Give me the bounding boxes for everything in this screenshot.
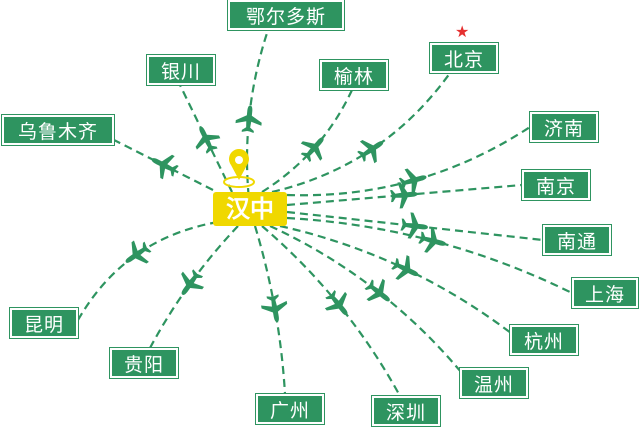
city-guiyang: 贵阳 <box>110 348 178 378</box>
city-wenzhou: 温州 <box>460 368 528 398</box>
airplane-icon <box>390 182 418 209</box>
city-urumqi: 乌鲁木齐 <box>2 115 114 145</box>
airplane-icon <box>261 294 288 322</box>
city-shenzhen: 深圳 <box>372 396 440 426</box>
city-jinan: 济南 <box>530 112 598 142</box>
hub-city-hanzhong: 汉中 <box>213 192 287 226</box>
airplane-icon <box>181 269 204 295</box>
route-line <box>149 225 239 349</box>
airplane-icon <box>400 212 428 239</box>
route-line <box>245 29 270 210</box>
route-line <box>77 220 219 321</box>
route-line <box>279 224 521 341</box>
airplane-icon <box>235 105 262 134</box>
airplane-icon <box>364 278 390 302</box>
airplane-icon <box>151 154 179 180</box>
capital-star-icon: ★ <box>455 22 470 41</box>
airplane-icon <box>398 168 427 195</box>
route-line <box>261 89 353 193</box>
route-line <box>269 225 471 384</box>
city-beijing: 北京 <box>430 43 498 73</box>
city-eerduosi: 鄂尔多斯 <box>228 0 344 30</box>
airplane-icon <box>195 126 221 154</box>
airplane-icon <box>418 226 446 253</box>
city-nantong: 南通 <box>543 225 611 255</box>
city-yinchuan: 银川 <box>147 55 215 85</box>
city-shanghai: 上海 <box>572 278 638 308</box>
airplane-icon <box>125 240 152 264</box>
city-hangzhou: 杭州 <box>510 325 578 355</box>
route-line <box>286 126 531 197</box>
city-kunming: 昆明 <box>10 308 78 338</box>
airplane-icon <box>391 255 419 280</box>
city-nanjing: 南京 <box>522 170 590 200</box>
route-line <box>286 210 544 242</box>
airplane-icon <box>300 137 324 163</box>
city-guangzhou: 广州 <box>256 394 324 424</box>
airplane-icon <box>324 290 348 316</box>
airplane-icon <box>357 139 384 164</box>
city-yulin: 榆林 <box>320 60 388 90</box>
